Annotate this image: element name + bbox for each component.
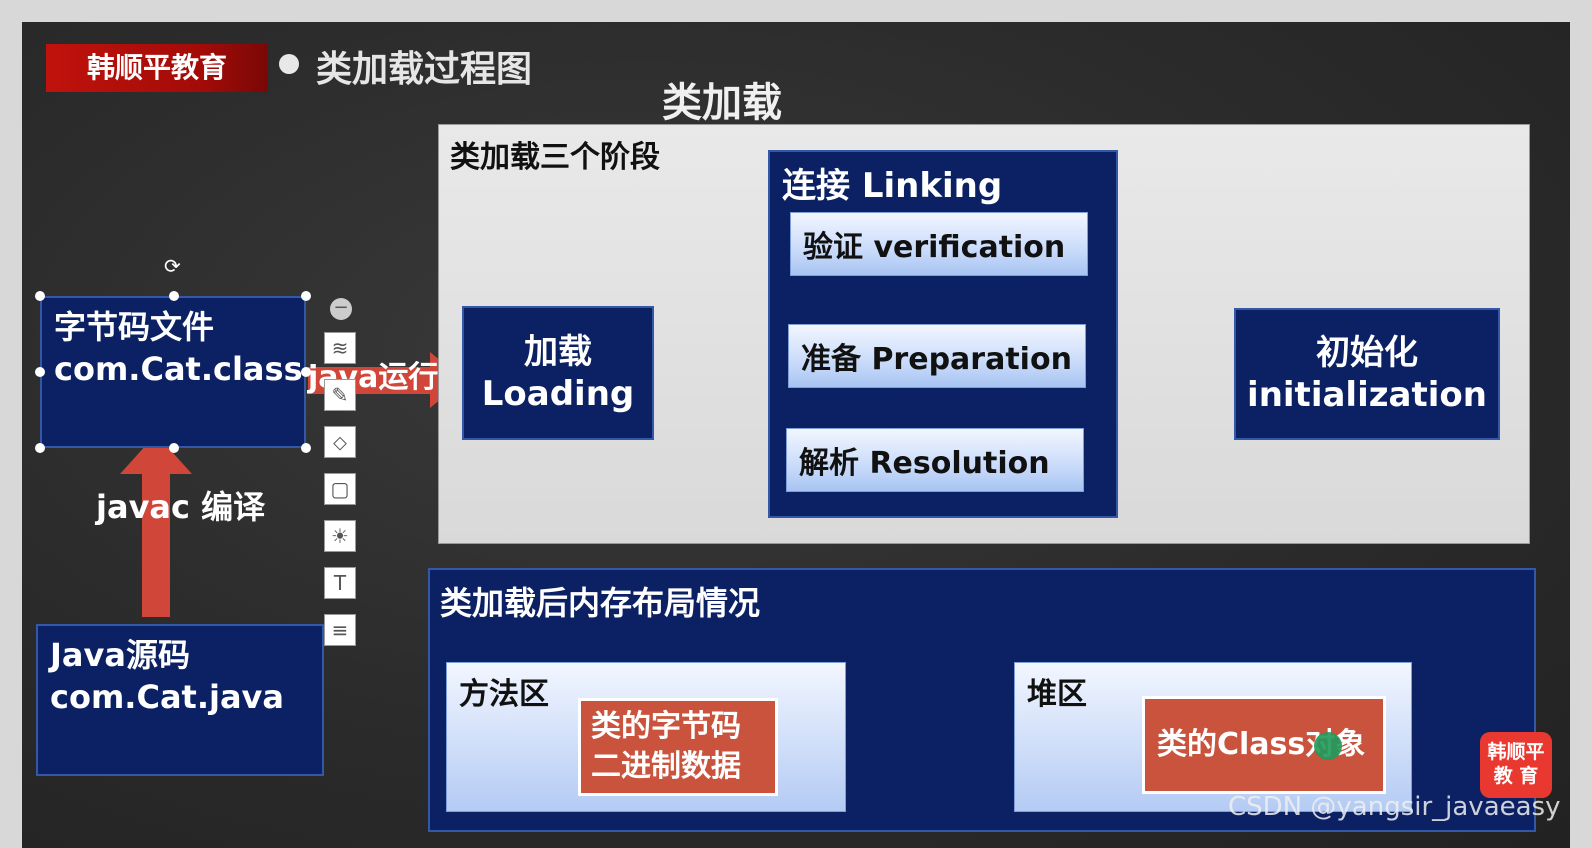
cursor-dot-icon [1314, 732, 1342, 760]
slide-board: 韩顺平教育 类加载过程图 类加载 字节码文件 com.Cat.class ⟳ j… [22, 22, 1570, 848]
phases-label: 类加载三个阶段 [450, 140, 660, 175]
compile-label: javac 编译 [96, 488, 266, 526]
loading-en: Loading [481, 374, 635, 414]
selection-handle[interactable] [169, 291, 179, 301]
text-box-icon[interactable]: T [324, 567, 356, 599]
page-title: 类加载过程图 [316, 49, 533, 90]
selection-handle[interactable] [35, 443, 45, 453]
loading-cn: 加载 [524, 332, 592, 372]
brand-logo: 韩顺平 教 育 [1480, 732, 1552, 798]
style-brush-icon[interactable]: ✎ [324, 379, 356, 411]
initialization-box[interactable]: 初始化 initialization [1234, 308, 1500, 440]
selection-handle[interactable] [301, 443, 311, 453]
selection-handle[interactable] [35, 291, 45, 301]
loading-box[interactable]: 加载 Loading [462, 306, 654, 440]
diagram-title: 类加载 [662, 80, 782, 126]
selection-handle[interactable] [301, 367, 311, 377]
resolution-box[interactable]: 解析 Resolution [786, 428, 1084, 492]
bytecode-filename: com.Cat.class [54, 350, 303, 388]
linking-title: 连接 Linking [782, 166, 1003, 206]
method-area-label: 方法区 [459, 677, 549, 712]
verification-box[interactable]: 验证 verification [790, 212, 1088, 276]
preparation-box[interactable]: 准备 Preparation [788, 324, 1086, 388]
idea-bulb-icon[interactable]: ☀ [324, 520, 356, 552]
compile-arrow [120, 434, 192, 617]
source-title: Java源码 [50, 636, 190, 674]
bytecode-file-box[interactable]: 字节码文件 com.Cat.class [40, 296, 306, 448]
init-en: initialization [1247, 375, 1487, 415]
brand-badge: 韩顺平教育 [46, 44, 268, 92]
init-cn: 初始化 [1316, 333, 1418, 373]
outline-icon[interactable]: ▢ [324, 473, 356, 505]
class-object-box[interactable]: 类的Class对象 [1142, 696, 1386, 794]
bullet-dot [279, 54, 299, 74]
layers-icon[interactable]: ≋ [324, 332, 356, 364]
text-format-icon[interactable]: ≡ [324, 614, 356, 646]
bytecode-title: 字节码文件 [54, 308, 215, 346]
java-source-box[interactable]: Java源码 com.Cat.java [36, 624, 324, 776]
csdn-watermark: CSDN @yangsir_javaeasy [1228, 792, 1561, 822]
source-filename: com.Cat.java [50, 678, 284, 716]
selection-handle[interactable] [35, 367, 45, 377]
selection-handle[interactable] [169, 443, 179, 453]
memory-label: 类加载后内存布局情况 [440, 584, 761, 622]
bytecode-data-box[interactable]: 类的字节码 二进制数据 [578, 698, 778, 796]
fill-bucket-icon[interactable]: ⬦ [324, 426, 356, 458]
heap-label: 堆区 [1027, 677, 1087, 712]
bytecode-data-line2: 二进制数据 [591, 749, 741, 784]
bytecode-data-line1: 类的字节码 [591, 709, 741, 744]
collapse-toolbar-icon[interactable]: − [330, 298, 352, 320]
rotate-handle-icon[interactable]: ⟳ [164, 254, 181, 278]
selection-handle[interactable] [301, 291, 311, 301]
